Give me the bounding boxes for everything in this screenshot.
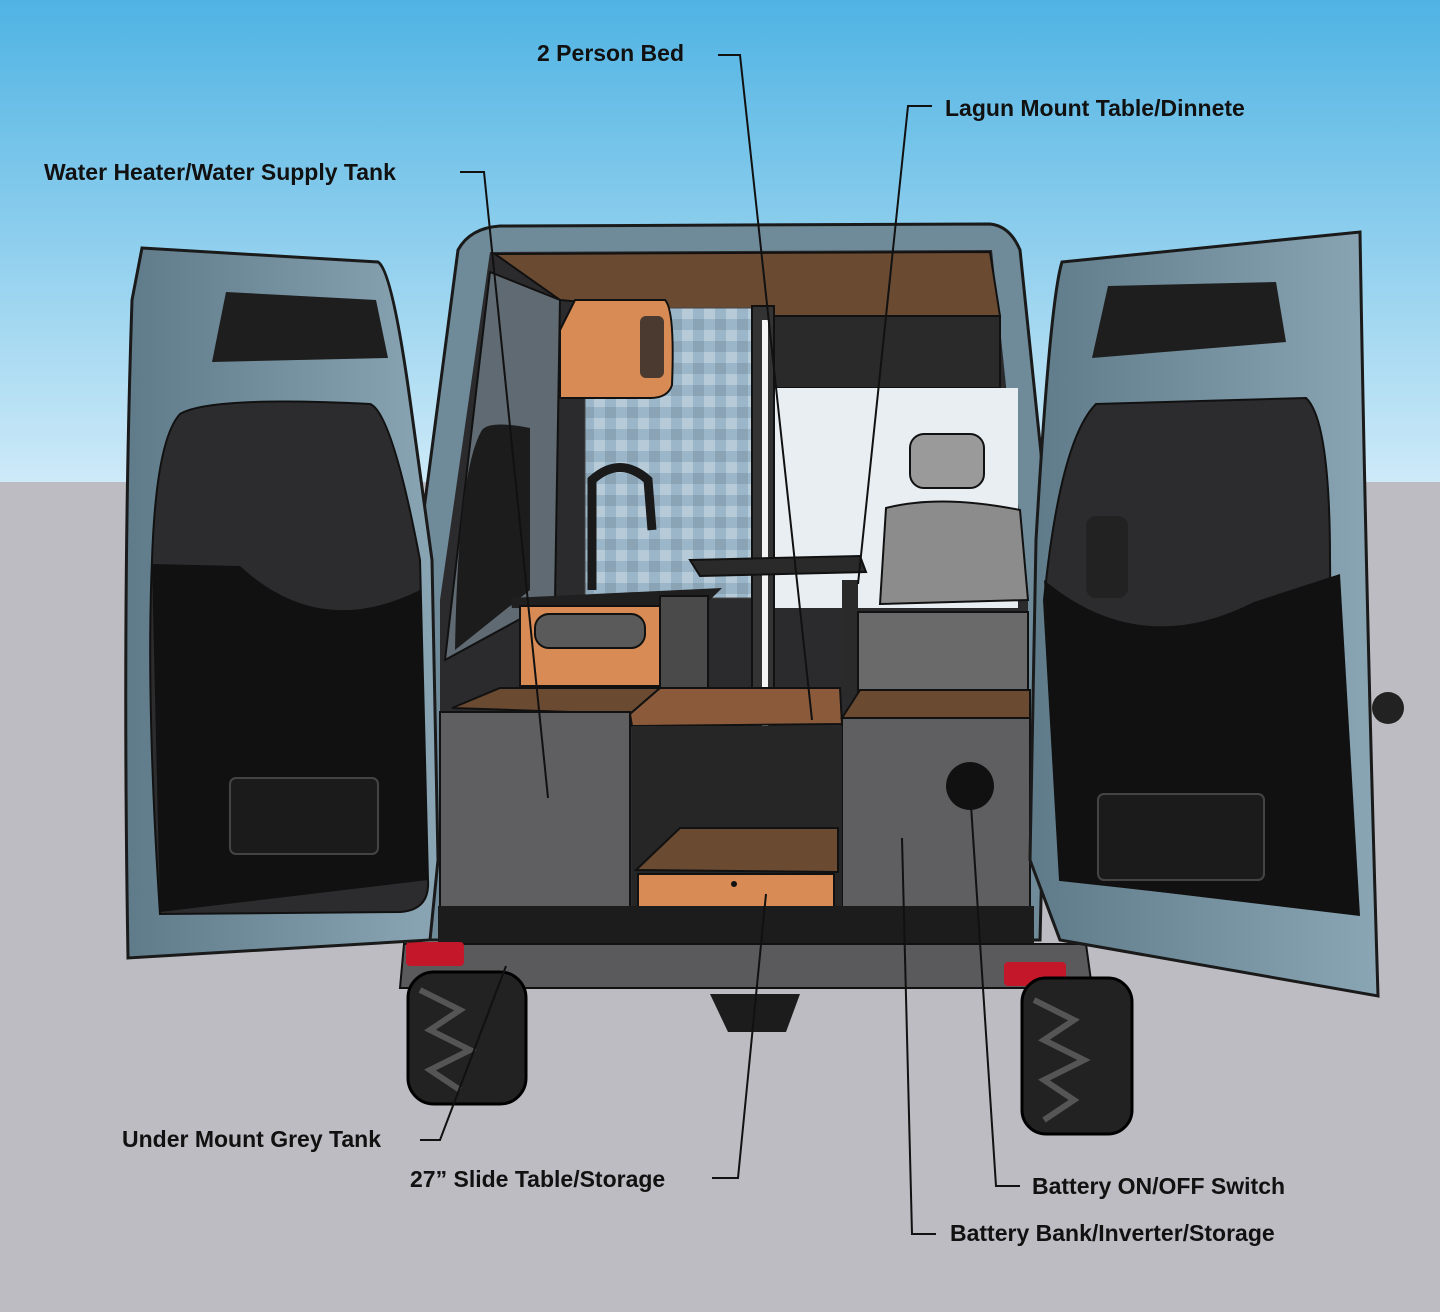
left-lower-cabinet <box>439 711 631 909</box>
label-slide-table: 27” Slide Table/Storage <box>410 1166 666 1192</box>
right-lower-cabinet <box>841 717 1031 909</box>
label-battery-switch: Battery ON/OFF Switch <box>1032 1173 1286 1199</box>
headrest <box>909 433 985 489</box>
leader-water <box>460 171 549 799</box>
side-window <box>455 424 530 650</box>
driver-seat <box>878 500 1030 606</box>
left-tire <box>406 970 528 1106</box>
leader-table <box>857 105 932 585</box>
side-mirror <box>1086 516 1128 598</box>
leader-battery-switch <box>969 789 1020 1187</box>
right-tread <box>1032 997 1091 1123</box>
dinette-table <box>688 554 868 578</box>
right-door-pocket <box>1097 793 1265 881</box>
bench <box>857 611 1029 693</box>
slide-drawer <box>637 873 835 913</box>
leader-slide-table <box>712 893 767 1179</box>
leader-bed <box>718 54 813 721</box>
right-door-window <box>1092 282 1286 358</box>
left-tread <box>418 987 477 1093</box>
left-tail-light <box>406 942 464 966</box>
led-strip <box>762 320 768 790</box>
right-cabinet-top <box>840 689 1031 719</box>
label-battery-bank: Battery Bank/Inverter/Storage <box>950 1220 1275 1246</box>
drawer-knob <box>731 881 737 887</box>
left-door-pocket <box>229 777 379 855</box>
bed-platform <box>769 315 1001 389</box>
slide-table-top <box>628 687 844 728</box>
left-door-liner <box>152 564 428 912</box>
spare-tire-knob <box>1372 692 1404 724</box>
sink-cabinet-vent <box>534 613 646 649</box>
label-water: Water Heater/Water Supply Tank <box>44 159 396 185</box>
leader-grey-tank <box>420 965 507 1141</box>
label-bed: 2 Person Bed <box>537 40 684 66</box>
drawer-top <box>633 827 839 874</box>
leader-battery-bank <box>901 837 936 1235</box>
rear-step <box>438 906 1034 946</box>
faucet <box>587 463 657 590</box>
leader-lines <box>420 54 1020 1235</box>
table-leg <box>842 580 858 700</box>
label-grey-tank: Under Mount Grey Tank <box>122 1126 381 1152</box>
battery-switch-hole <box>946 762 994 810</box>
left-door-window <box>212 292 388 362</box>
label-table: Lagun Mount Table/Dinnete <box>945 95 1245 121</box>
upper-cabinet-vent <box>640 316 664 378</box>
